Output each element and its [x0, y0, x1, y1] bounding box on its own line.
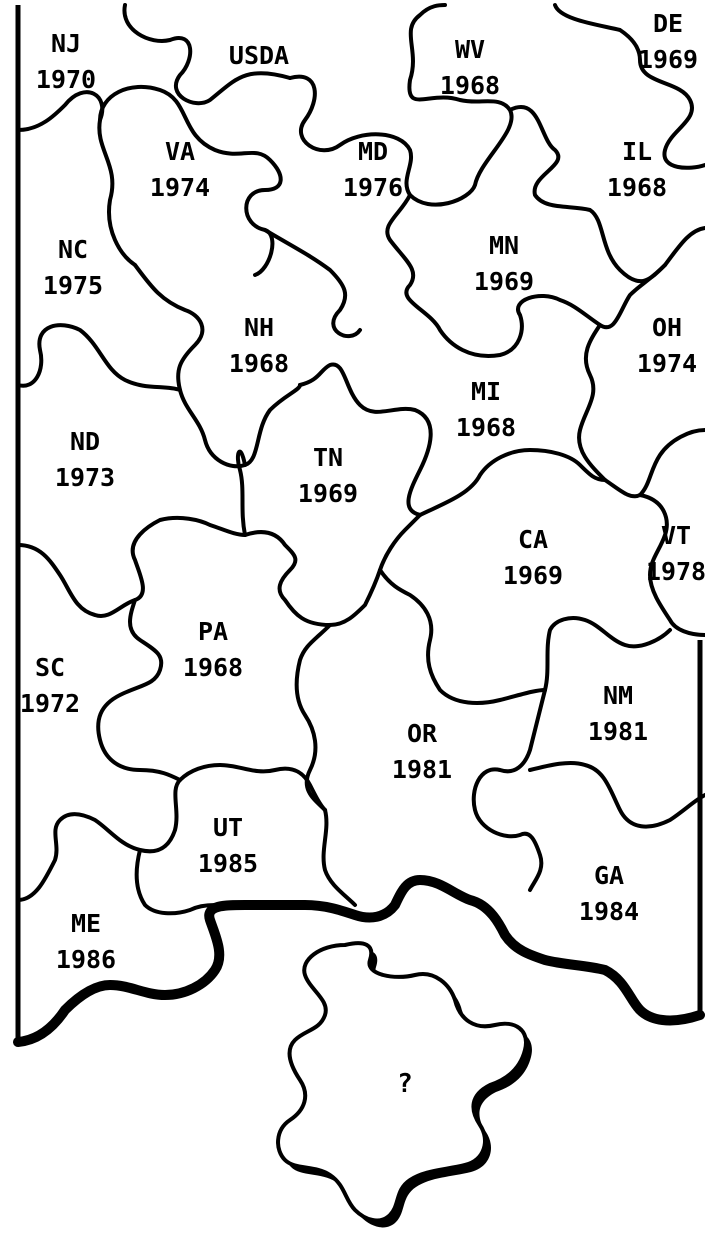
piece-ga: GA 1984 — [579, 858, 639, 930]
piece-wv-state: WV — [440, 32, 500, 68]
piece-mi-state: MI — [456, 374, 516, 410]
piece-ga-year: 1984 — [579, 894, 639, 930]
piece-oh: OH 1974 — [637, 310, 697, 382]
piece-tn: TN 1969 — [298, 440, 358, 512]
piece-oh-year: 1974 — [637, 346, 697, 382]
piece-mn: MN 1969 — [474, 228, 534, 300]
piece-nd-state: ND — [55, 424, 115, 460]
piece-wv-year: 1968 — [440, 68, 500, 104]
piece-nd-year: 1973 — [55, 460, 115, 496]
piece-usda: USDA — [229, 38, 289, 74]
piece-ca-state: CA — [503, 522, 563, 558]
piece-or-state: OR — [392, 716, 452, 752]
piece-de-state: DE — [638, 6, 698, 42]
piece-nh: NH 1968 — [229, 310, 289, 382]
piece-nc: NC 1975 — [43, 232, 103, 304]
piece-va-year: 1974 — [150, 170, 210, 206]
piece-va: VA 1974 — [150, 134, 210, 206]
piece-nj: NJ 1970 — [36, 26, 96, 98]
piece-md-state: MD — [343, 134, 403, 170]
piece-nd: ND 1973 — [55, 424, 115, 496]
piece-de: DE 1969 — [638, 6, 698, 78]
piece-ut-state: UT — [198, 810, 258, 846]
piece-il: IL 1968 — [607, 134, 667, 206]
piece-oh-state: OH — [637, 310, 697, 346]
piece-ut-year: 1985 — [198, 846, 258, 882]
piece-usda-state: USDA — [229, 38, 289, 74]
piece-wv: WV 1968 — [440, 32, 500, 104]
piece-me-state: ME — [56, 906, 116, 942]
piece-sc: SC 1972 — [20, 650, 80, 722]
piece-ga-state: GA — [579, 858, 639, 894]
piece-tn-year: 1969 — [298, 476, 358, 512]
piece-nh-state: NH — [229, 310, 289, 346]
piece-or: OR 1981 — [392, 716, 452, 788]
piece-vt-state: VT — [646, 518, 705, 554]
missing-piece-question-mark: ? — [397, 1069, 413, 1099]
piece-md-year: 1976 — [343, 170, 403, 206]
piece-il-year: 1968 — [607, 170, 667, 206]
piece-sc-state: SC — [20, 650, 80, 686]
piece-me-year: 1986 — [56, 942, 116, 978]
piece-mn-year: 1969 — [474, 264, 534, 300]
piece-vt: VT 1978 — [646, 518, 705, 590]
piece-pa-state: PA — [183, 614, 243, 650]
piece-md: MD 1976 — [343, 134, 403, 206]
piece-nc-year: 1975 — [43, 268, 103, 304]
piece-de-year: 1969 — [638, 42, 698, 78]
piece-vt-year: 1978 — [646, 554, 705, 590]
piece-va-state: VA — [150, 134, 210, 170]
piece-pa: PA 1968 — [183, 614, 243, 686]
piece-ut: UT 1985 — [198, 810, 258, 882]
piece-or-year: 1981 — [392, 752, 452, 788]
piece-mn-state: MN — [474, 228, 534, 264]
piece-nm: NM 1981 — [588, 678, 648, 750]
piece-me: ME 1986 — [56, 906, 116, 978]
piece-sc-year: 1972 — [20, 686, 80, 722]
piece-nc-state: NC — [43, 232, 103, 268]
piece-nj-state: NJ — [36, 26, 96, 62]
piece-mi-year: 1968 — [456, 410, 516, 446]
piece-nh-year: 1968 — [229, 346, 289, 382]
piece-ca-year: 1969 — [503, 558, 563, 594]
piece-nj-year: 1970 — [36, 62, 96, 98]
piece-nm-year: 1981 — [588, 714, 648, 750]
piece-tn-state: TN — [298, 440, 358, 476]
piece-pa-year: 1968 — [183, 650, 243, 686]
piece-il-state: IL — [607, 134, 667, 170]
piece-ca: CA 1969 — [503, 522, 563, 594]
piece-mi: MI 1968 — [456, 374, 516, 446]
piece-nm-state: NM — [588, 678, 648, 714]
